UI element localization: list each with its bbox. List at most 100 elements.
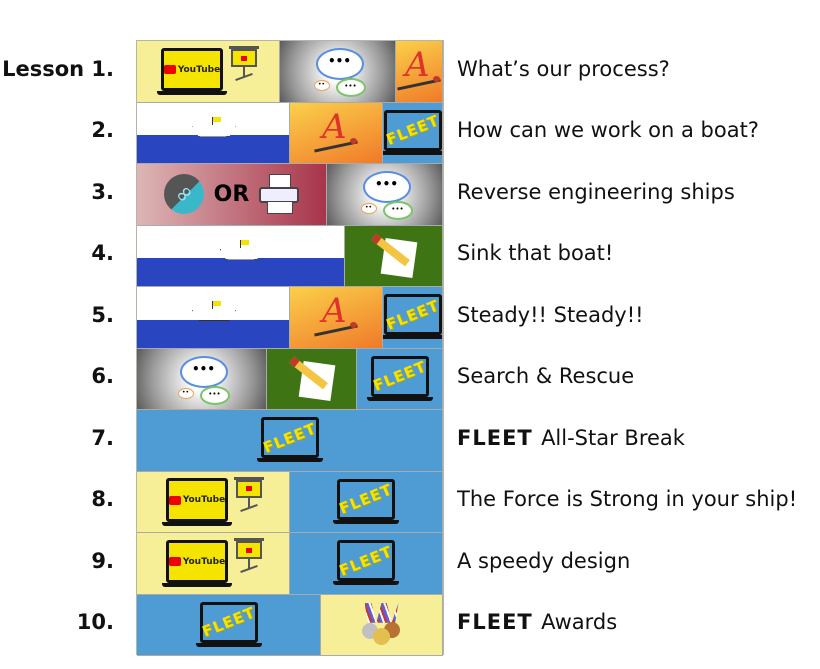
lesson-title-text: Sink that boat! [457, 241, 614, 266]
boat-cell [137, 225, 345, 287]
art-cell: A [290, 287, 383, 349]
fleet-cell: FLEET [383, 287, 443, 349]
lesson-title-text: A speedy design [457, 548, 631, 573]
lesson-row: ∞ OR ••• •• ••• [137, 164, 443, 226]
youtube-logo-text: YouTube [177, 64, 221, 75]
fleet-logo: FLEET [383, 296, 442, 334]
boat-cell [137, 102, 290, 164]
water [137, 135, 289, 163]
lesson-title: Sink that boat! [457, 241, 613, 265]
water [137, 319, 289, 348]
art-cell: A [290, 102, 383, 164]
fleet-wordmark: FLEET [457, 610, 542, 635]
link-or-print-cell: ∞ OR [137, 164, 327, 226]
art-a-brush-icon: A [314, 291, 358, 339]
lesson-title: Reverse engineering ships [457, 180, 735, 204]
paper-boat-icon [217, 239, 264, 260]
fleet-cell: FLEET [290, 533, 443, 595]
lesson-row: ••• •• ••• FLEET [137, 348, 443, 410]
lesson-row: FLEET [137, 410, 443, 472]
fleet-logo: FLEET [370, 357, 429, 395]
fleet-logo: FLEET [336, 542, 396, 580]
fleet-wordmark: FLEET [457, 425, 542, 450]
water [137, 258, 344, 286]
paper-boat-icon [190, 116, 236, 137]
lesson-title: FLEET All-Star Break [457, 426, 685, 450]
youtube-cell: YouTube [137, 41, 280, 103]
fleet-logo: FLEET [199, 603, 258, 641]
laptop-icon: FLEET [333, 478, 399, 525]
youtube-logo-text: YouTube [182, 495, 226, 506]
pencil-paper-icon [369, 233, 419, 278]
lesson-row: YouTube FLEET [137, 471, 443, 533]
lesson-row: A FLEET [137, 102, 443, 164]
fleet-logo: FLEET [336, 480, 396, 518]
lesson-title: Steady!! Steady!! [457, 303, 644, 327]
lesson-number: 6. [91, 364, 114, 389]
link-icon: ∞ [155, 165, 212, 223]
fleet-logo: FLEET [383, 111, 442, 149]
paper-boat-icon [190, 301, 236, 321]
fleet-cell: FLEET [383, 102, 443, 164]
lesson-title-text: Reverse engineering ships [457, 179, 735, 204]
youtube-cell: YouTube [137, 533, 290, 595]
lesson-title-text: Awards [541, 610, 618, 635]
lesson-title: Search & Rescue [457, 364, 634, 388]
easel-icon [234, 538, 264, 578]
laptop-icon: FLEET [383, 294, 442, 340]
laptop-icon: FLEET [333, 540, 399, 586]
fleet-cell: FLEET [137, 594, 321, 656]
lesson-title: How can we work on a boat? [457, 118, 759, 142]
lesson-title-text: How can we work on a boat? [457, 118, 759, 143]
chat-cell: ••• •• ••• [280, 41, 396, 103]
pencil-cell [345, 225, 443, 287]
lesson-number: 8. [91, 487, 114, 512]
youtube-cell: YouTube [137, 471, 290, 533]
lesson-title: FLEET Awards [457, 610, 617, 634]
lesson-row: FLEET [137, 594, 443, 656]
lesson-row: A FLEET [137, 287, 443, 349]
lesson-number: 7. [91, 425, 114, 450]
laptop-icon: YouTube [157, 47, 227, 96]
laptop-icon: FLEET [195, 601, 262, 648]
laptop-icon: FLEET [383, 109, 442, 156]
lesson-row: YouTube FLEET [137, 533, 443, 595]
chat-cell: ••• •• ••• [327, 164, 443, 226]
easel-icon [229, 46, 259, 86]
lesson-title: The Force is Strong in your ship! [457, 487, 797, 511]
chat-cell: ••• •• ••• [137, 348, 267, 410]
art-cell: A [396, 41, 443, 103]
medals-cell [321, 594, 443, 656]
chat-bubbles-icon: ••• •• ••• [172, 354, 232, 405]
chat-bubbles-icon: ••• •• ••• [308, 46, 368, 98]
laptop-icon: FLEET [366, 355, 433, 402]
printer-icon [259, 174, 300, 215]
lesson-number: 2. [91, 118, 114, 143]
lesson-grid: YouTube ••• •• ••• A [136, 40, 444, 656]
youtube-logo-text: YouTube [182, 556, 226, 567]
art-a-brush-icon: A [397, 45, 441, 93]
lesson-number: 10. [76, 610, 114, 635]
pencil-cell [267, 348, 357, 410]
boat-cell [137, 287, 290, 349]
lesson-number: 5. [91, 302, 114, 327]
laptop-icon: YouTube [162, 478, 232, 526]
lesson-number: 4. [91, 241, 114, 266]
fleet-cell: FLEET [357, 348, 443, 410]
lesson-title: What’s our process? [457, 57, 670, 81]
lesson-number: Lesson 1. [2, 56, 114, 81]
lesson-row [137, 225, 443, 287]
lesson-title-text: What’s our process? [457, 56, 670, 81]
art-a-brush-icon: A [314, 107, 358, 155]
lesson-title-text: Steady!! Steady!! [457, 302, 644, 327]
laptop-icon: FLEET [256, 417, 323, 463]
fleet-cell: FLEET [137, 410, 443, 472]
lesson-title: A speedy design [457, 549, 630, 573]
lesson-title-text: The Force is Strong in your ship! [457, 487, 798, 512]
lesson-title-text: Search & Rescue [457, 364, 635, 389]
medals-icon [361, 602, 402, 647]
fleet-logo: FLEET [260, 419, 319, 457]
pencil-paper-icon [287, 356, 337, 401]
lesson-number: 3. [91, 179, 114, 204]
fleet-cell: FLEET [290, 471, 443, 533]
